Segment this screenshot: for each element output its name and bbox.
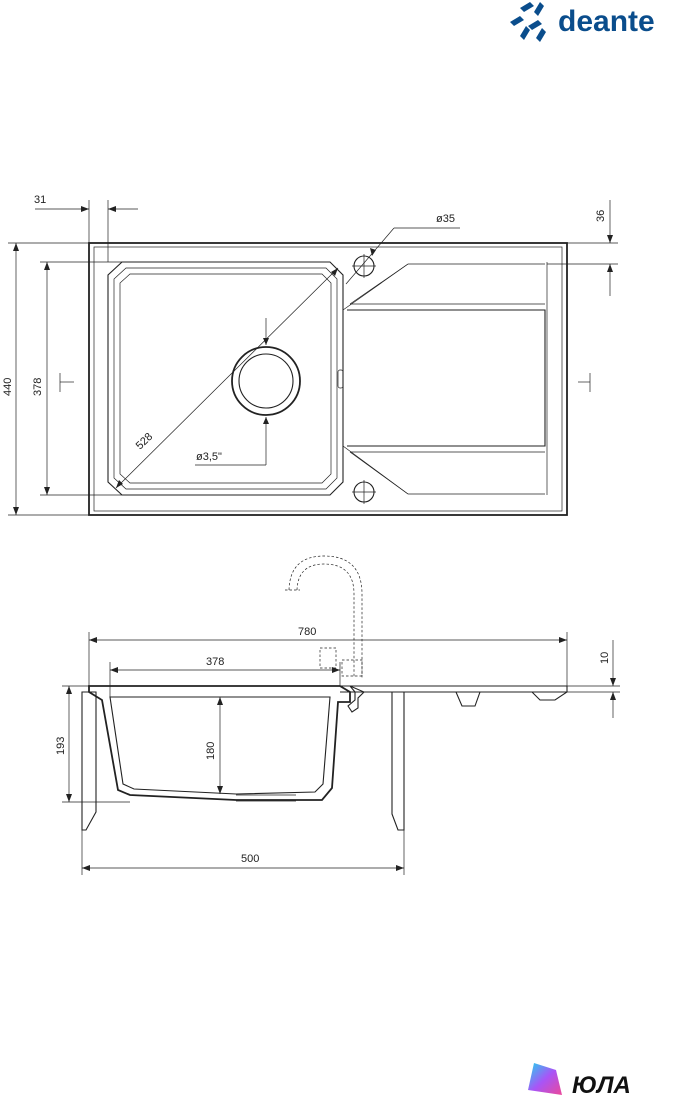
cabinet-wall-left [81,691,97,831]
dim-tap-hole-label: ø35 [436,213,455,225]
dim-cabinet-label: 500 [241,853,259,865]
bowl-outline [107,261,344,496]
overflow-slot [337,369,344,389]
sink-outline-top [88,242,568,516]
deante-logo-text: deante [558,5,655,38]
yula-logo: ЮЛА [528,1063,631,1099]
dim-diagonal-line [115,267,339,489]
bowl-inner-line-1 [113,267,338,490]
dim-diagonal-label: 528 [134,431,156,452]
bowl-inner-line-2 [119,273,332,484]
top-view: ø3,5" 528 ø35 [2,194,618,516]
faucet-outline [285,555,363,678]
dim-left-margin-label: 31 [34,194,46,206]
dim-drain-label: ø3,5" [196,451,222,463]
yula-logo-text: ЮЛА [572,1072,631,1099]
yula-logo-icon [528,1063,562,1095]
drain-outer [231,346,301,416]
dim-top-offset-label: 36 [595,210,607,222]
sink-inner-edge [93,246,563,512]
cabinet-wall-right [391,691,405,831]
dim-thickness-label: 10 [599,652,611,664]
dim-total-width-label: 780 [298,626,316,638]
deante-logo: deante [510,2,655,42]
dim-outer-depth-label: 193 [55,737,67,755]
dim-inner-depth-label: 180 [205,742,217,760]
drainer-outline [347,309,546,447]
dim-bowl-height-label: 378 [32,378,44,396]
dim-bowl-width-label: 378 [206,656,224,668]
side-view: 780 378 10 193 180 500 [55,555,620,875]
deante-logo-icon [510,2,546,42]
drainer-cross-section [338,685,568,707]
dim-total-height-label: 440 [2,378,14,396]
drain-inner [238,353,294,409]
